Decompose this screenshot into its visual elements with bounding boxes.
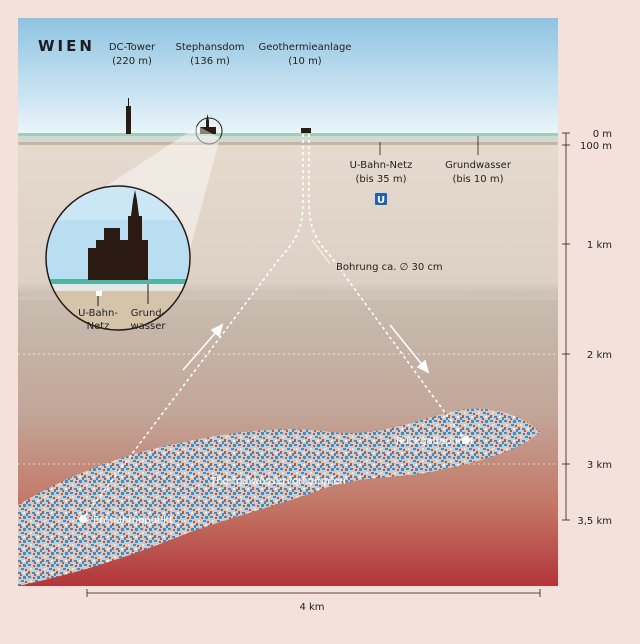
zoom-circle — [195, 117, 223, 145]
ubahn-sign — [375, 193, 387, 205]
ubahn-depth: (bis 35 m) — [356, 174, 407, 185]
arrow-down — [389, 324, 430, 374]
borehole-left — [81, 134, 304, 521]
thermal-reservoir — [18, 408, 540, 586]
dc-tower-height: (220 m) — [112, 56, 152, 67]
thermal-label: Thermalwasservorkommen — [209, 476, 346, 487]
depth-label-1: 100 m — [580, 141, 612, 152]
depth-label-4: 3 km — [587, 460, 612, 471]
bohrung-label: Bohrung ca. ∅ 30 cm — [336, 262, 443, 273]
depth-label-0: 0 m — [593, 129, 612, 140]
title: WIEN — [38, 37, 95, 55]
bohrung-leader — [311, 239, 331, 265]
geothermie-height: (10 m) — [288, 56, 322, 67]
surface-brown-strip — [18, 142, 558, 145]
inset-grund-label-1: Grund- — [131, 308, 166, 319]
geothermal-plant-icon — [301, 128, 311, 133]
depth-scale-ticks — [562, 132, 570, 521]
rueckgabe-label: Rückgabepunkt — [396, 436, 474, 447]
stephansdom-height: (136 m) — [190, 56, 230, 67]
entnahmepunkt-dot — [79, 515, 87, 523]
stephansdom-name: Stephansdom — [176, 42, 245, 53]
inset-ubahn-label-2: Netz — [87, 321, 110, 332]
arrow-up — [182, 323, 224, 371]
ubahn-sign-letter: U — [377, 195, 385, 206]
grundwasser-depth: (bis 10 m) — [453, 174, 504, 185]
sky — [18, 18, 558, 133]
surface-green-strip — [18, 133, 558, 136]
dc-tower-name: DC-Tower — [109, 42, 156, 53]
inset-ubahn-label-1: U-Bahn- — [78, 308, 118, 319]
grundwasser-name: Grundwasser — [445, 160, 512, 171]
groundwater-strip — [18, 136, 558, 142]
depth-label-5: 3,5 km — [577, 516, 612, 527]
inset-border — [45, 185, 191, 331]
dc-tower-silhouette — [126, 106, 131, 134]
ubahn-name: U-Bahn-Netz — [350, 160, 413, 171]
geothermie-name: Geothermieanlage — [259, 42, 352, 53]
inset-grund-label-2: wasser — [131, 321, 167, 332]
width-label: 4 km — [299, 602, 324, 613]
borehole-right — [308, 134, 466, 441]
stephansdom-small-silhouette — [200, 114, 216, 134]
depth-label-3: 2 km — [587, 350, 612, 361]
entnahme-label: Entnahmepunkt — [93, 515, 173, 526]
rueckgabepunkt-dot — [462, 436, 470, 444]
stephansdom-large-silhouette — [88, 190, 148, 280]
width-scale — [86, 589, 541, 597]
depth-label-2: 1 km — [587, 240, 612, 251]
